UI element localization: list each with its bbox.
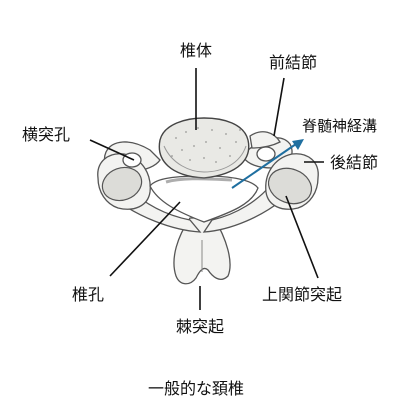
anterior-tubercle-shape bbox=[249, 131, 281, 149]
label-spinal-nerve-groove: 脊髄神経溝 bbox=[302, 117, 377, 135]
label-transverse-foramen: 横突孔 bbox=[22, 125, 70, 144]
leader-vertebral-foramen bbox=[109, 201, 181, 277]
left-articular-facet bbox=[101, 166, 143, 202]
vertebra-illustration bbox=[97, 117, 319, 285]
left-transverse-foramen-shape bbox=[122, 152, 142, 168]
label-vertebral-body: 椎体 bbox=[180, 41, 212, 60]
right-transverse-foramen-shape bbox=[256, 146, 276, 162]
right-articular-facet bbox=[267, 167, 313, 205]
leader-anterior-tubercle bbox=[273, 77, 285, 137]
vertebral-body-shape bbox=[158, 117, 250, 179]
vertebral-body-texture bbox=[171, 127, 241, 163]
diagram-caption: 一般的な頚椎 bbox=[148, 379, 244, 398]
canal-lip-band bbox=[165, 177, 233, 184]
spinal-nerve-groove-arrow-head bbox=[292, 139, 304, 150]
spinal-nerve-groove-arrow-shaft bbox=[231, 143, 297, 189]
label-vertebral-foramen: 椎孔 bbox=[72, 285, 104, 304]
label-anterior-tubercle: 前結節 bbox=[269, 53, 317, 72]
leader-superior-articular-process bbox=[285, 195, 319, 279]
vertebral-foramen-shape bbox=[149, 175, 259, 223]
label-spinous-process: 棘突起 bbox=[176, 317, 224, 336]
vertebral-body-rim bbox=[163, 145, 247, 173]
leader-transverse-foramen bbox=[89, 139, 135, 161]
label-superior-articular-process: 上関節突起 bbox=[262, 285, 342, 304]
label-posterior-tubercle: 後結節 bbox=[330, 153, 378, 172]
right-lamina-shape bbox=[202, 185, 283, 233]
